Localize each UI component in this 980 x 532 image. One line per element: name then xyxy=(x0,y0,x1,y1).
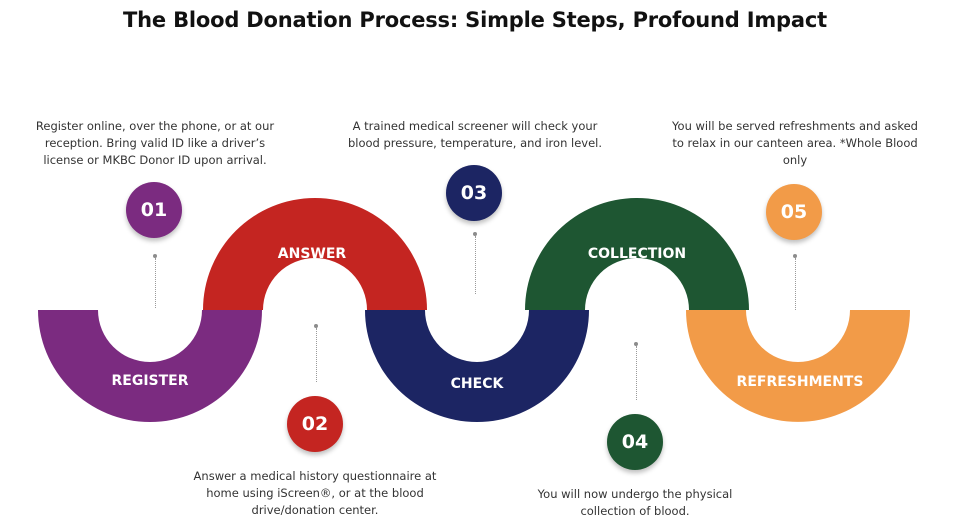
step-number-answer: 02 xyxy=(287,396,343,452)
step-number-register: 01 xyxy=(126,182,182,238)
connector-answer xyxy=(316,328,317,382)
connector-refreshments xyxy=(795,258,796,310)
connector-dot-collection xyxy=(634,342,638,346)
arc-check xyxy=(365,310,589,422)
step-label-collection: COLLECTION xyxy=(588,246,686,262)
page-title: The Blood Donation Process: Simple Steps… xyxy=(123,8,827,32)
step-description-check: A trained medical screener will check yo… xyxy=(347,119,603,150)
connector-dot-check xyxy=(473,232,477,236)
step-label-refreshments: REFRESHMENTS xyxy=(737,374,864,390)
connector-dot-answer xyxy=(314,324,318,328)
step-description-collection: You will now undergo the physical collec… xyxy=(537,487,733,518)
step-description-refreshments: You will be served refreshments and aske… xyxy=(672,119,918,167)
step-number-check: 03 xyxy=(446,165,502,221)
step-description-answer: Answer a medical history questionnaire a… xyxy=(193,469,437,517)
step-description-register: Register online, over the phone, or at o… xyxy=(35,119,275,167)
connector-check xyxy=(475,236,476,294)
arc-collection xyxy=(525,198,749,310)
connector-dot-register xyxy=(153,254,157,258)
arc-answer xyxy=(203,198,427,310)
arc-register xyxy=(38,310,262,422)
arc-refreshments xyxy=(686,310,910,422)
connector-register xyxy=(155,258,156,308)
step-number-refreshments: 05 xyxy=(766,184,822,240)
step-label-check: CHECK xyxy=(451,376,505,392)
step-label-answer: ANSWER xyxy=(278,246,347,262)
step-label-register: REGISTER xyxy=(111,373,188,389)
connector-dot-refreshments xyxy=(793,254,797,258)
step-number-collection: 04 xyxy=(607,414,663,470)
connector-collection xyxy=(636,346,637,400)
